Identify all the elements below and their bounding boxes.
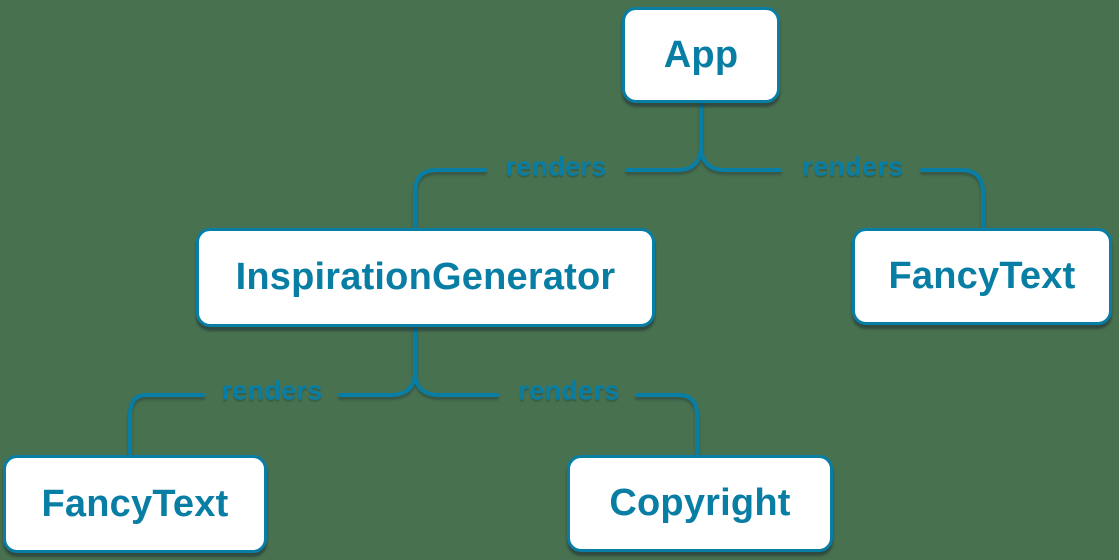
edge-inspirationgenerator-to-copyright-b [635, 393, 699, 455]
node-fancytext-bottom-label: FancyText [41, 482, 229, 525]
edge-app-to-inspirationgenerator-b [413, 168, 487, 228]
node-copyright: Copyright [567, 455, 833, 552]
node-inspiration-generator: InspirationGenerator [196, 228, 655, 327]
node-app: App [622, 7, 780, 103]
edge-app-to-fancytext-b [920, 168, 985, 228]
node-fancytext-bottom: FancyText [3, 455, 267, 553]
edge-inspirationgenerator-to-fancytext-a [338, 369, 417, 397]
node-fancytext-top-label: FancyText [888, 255, 1076, 297]
edge-app-to-inspirationgenerator-a [625, 144, 703, 172]
edge-label-renders-inspirationgenerator-fancytext: renders [221, 375, 323, 406]
edge-label-renders-inspirationgenerator-copyright: renders [518, 375, 620, 406]
edge-inspirationgenerator-to-copyright-a [413, 369, 499, 397]
node-copyright-label: Copyright [609, 482, 791, 524]
node-inspiration-generator-label: InspirationGenerator [235, 256, 616, 298]
node-fancytext-top: FancyText [852, 228, 1112, 325]
edge-app-to-fancytext-a [699, 144, 782, 172]
edge-label-renders-app-inspirationgenerator: renders [505, 151, 607, 182]
node-app-label: App [663, 33, 739, 76]
edge-inspirationgenerator-to-fancytext-b [128, 393, 205, 455]
edge-label-renders-app-fancytext: renders [802, 151, 904, 182]
